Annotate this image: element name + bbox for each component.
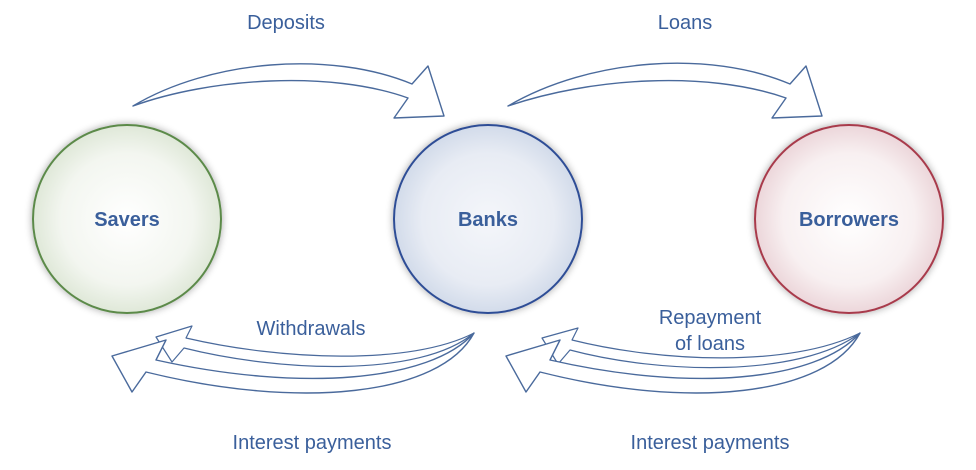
borrowers-node: Borrowers bbox=[754, 124, 944, 314]
borrowers-label: Borrowers bbox=[799, 209, 899, 231]
repayment-label-line1: Repayment bbox=[659, 307, 762, 329]
loans-label: Loans bbox=[658, 12, 713, 34]
withdrawals-label: Withdrawals bbox=[257, 318, 366, 340]
interest-to-savers-arrow bbox=[111, 332, 475, 394]
savers-node: Savers bbox=[32, 124, 222, 314]
repayment-label-line2: of loans bbox=[675, 333, 745, 355]
deposits-label: Deposits bbox=[247, 12, 325, 34]
loans-arrow bbox=[507, 62, 823, 119]
savers-label: Savers bbox=[94, 209, 160, 231]
withdrawals-arrow bbox=[155, 325, 475, 368]
repayment-arrow bbox=[541, 327, 861, 369]
interest-to-banks-arrow bbox=[505, 332, 861, 394]
banks-label: Banks bbox=[458, 209, 518, 231]
banks-node: Banks bbox=[393, 124, 583, 314]
interest-to-savers-label: Interest payments bbox=[233, 432, 392, 454]
deposits-arrow bbox=[132, 63, 445, 119]
interest-to-banks-label: Interest payments bbox=[631, 432, 790, 454]
